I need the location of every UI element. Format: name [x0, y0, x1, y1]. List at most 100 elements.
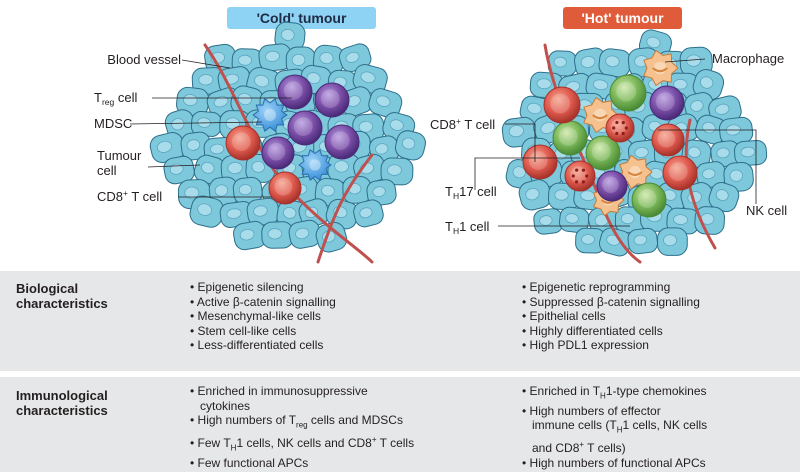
- tumour-cell: [193, 154, 226, 185]
- tumour-cell: [220, 154, 255, 185]
- tumour-cell: [189, 195, 225, 228]
- tumour-diagram: 'Cold' tumour 'Hot' tumour Blood vessel …: [94, 7, 787, 264]
- treg-cell: [314, 82, 350, 118]
- tumour-cell: [258, 43, 292, 72]
- tumour-cell: [734, 140, 768, 167]
- treg-cell: [649, 85, 685, 121]
- tumour-cell: [340, 86, 373, 117]
- list-item: • High numbers of functional APCs: [522, 455, 706, 470]
- tumour-cell: [547, 182, 580, 211]
- immunological-cold-list: • Enriched in immunosuppressive cytokine…: [190, 384, 415, 470]
- mdsc: [298, 149, 332, 181]
- th1-cell: [585, 135, 621, 171]
- list-item: • Few functional APCs: [190, 455, 309, 470]
- list-item: • Epigenetic reprogramming: [522, 280, 671, 294]
- tumour-cell: [176, 86, 210, 117]
- list-item: • Stem cell-like cells: [190, 323, 297, 338]
- biological-hot-list: • Epigenetic reprogramming • Suppressed …: [522, 280, 762, 353]
- list-item: • High numbers of effector immune cells …: [522, 404, 762, 456]
- cd8-t-cell: [662, 155, 698, 191]
- tumour-cell: [575, 227, 606, 254]
- tumour-cell: [261, 221, 294, 249]
- hot-title-pill: [563, 7, 682, 29]
- label-tumour-cell-line2: cell: [97, 163, 117, 178]
- tumour-cell: [708, 182, 740, 213]
- blood-vessel: [316, 153, 374, 264]
- tumour-cell: [627, 227, 658, 255]
- immunological-hot-list: • Enriched in TH1-type chemokines • High…: [522, 384, 762, 470]
- treg-cell: [596, 170, 628, 202]
- label-treg-cell: Treg cell: [94, 90, 137, 107]
- label-nk-cell: NK cell: [746, 203, 787, 218]
- immunological-heading: Immunological characteristics: [16, 388, 108, 418]
- tumour-cell: [723, 161, 754, 192]
- list-item: • Active β-catenin signalling: [190, 294, 336, 309]
- leader-lines: [129, 58, 757, 227]
- nk-cell: [605, 113, 635, 143]
- label-th1-cell: TH1 cell: [445, 219, 490, 236]
- treg-cell: [287, 110, 323, 146]
- label-cold-cd8-t-cell: CD8+ T cell: [97, 188, 162, 204]
- biological-heading: Biological characteristics: [16, 281, 108, 311]
- tumour-cell: [380, 157, 414, 186]
- label-blood-vessel: Blood vessel: [107, 52, 181, 67]
- tumour-cell: [368, 88, 403, 119]
- treg-cell: [261, 136, 295, 170]
- biological-heading-line1: Biological: [16, 281, 79, 296]
- label-mdsc: MDSC: [94, 116, 132, 131]
- list-item: • Epithelial cells: [522, 309, 606, 323]
- cold-title-pill: [227, 7, 376, 29]
- tumour-cell: [353, 199, 384, 228]
- cd8-t-cell: [268, 171, 302, 205]
- label-tumour-cell-line1: Tumour: [97, 148, 142, 163]
- list-item-line: and CD8+ T cells): [532, 440, 626, 456]
- cd8-t-cell: [522, 144, 558, 180]
- th1-cell: [552, 120, 588, 156]
- tumour-cell: [708, 95, 742, 125]
- biological-characteristics-row: Biological characteristics • Epigenetic …: [0, 271, 800, 371]
- tumour-cell: [366, 179, 397, 206]
- immunological-characteristics-row: Immunological characteristics • Enriched…: [0, 377, 800, 472]
- list-item: • Highly differentiated cells: [522, 323, 663, 338]
- tumour-cell: [692, 69, 725, 101]
- cold-title: 'Cold' tumour: [257, 10, 347, 26]
- list-item: • Enriched in TH1-type chemokines: [522, 384, 707, 401]
- hot-title: 'Hot' tumour: [581, 10, 664, 26]
- tumour-cell: [710, 140, 741, 168]
- treg-cell: [277, 74, 313, 110]
- list-item: • High numbers of Treg cells and MDSCs: [190, 413, 403, 430]
- cold-tumour: [149, 21, 426, 264]
- label-macrophage: Macrophage: [712, 51, 784, 66]
- tumour-cell: [547, 50, 578, 77]
- label-th17-cell: TH17 cell: [445, 184, 497, 201]
- biological-heading-line2: characteristics: [16, 296, 108, 311]
- tumour-cell: [533, 208, 564, 235]
- cd8-t-cell: [543, 86, 581, 124]
- tumour-cell: [598, 48, 632, 78]
- biological-cold-list: • Epigenetic silencing • Active β-cateni…: [190, 280, 460, 353]
- list-item: • Less-differentiated cells: [190, 338, 324, 352]
- tumour-cell: [657, 227, 688, 256]
- cd8-t-cell: [651, 123, 685, 157]
- tumour-cell: [694, 206, 726, 235]
- list-item-line: • High numbers of effector: [522, 403, 661, 418]
- tumour-cell: [518, 179, 552, 211]
- mdsc: [252, 98, 288, 132]
- immunological-heading-line2: characteristics: [16, 403, 108, 418]
- list-item: • Suppressed β-catenin signalling: [522, 294, 700, 309]
- tumour-cell: [219, 201, 254, 228]
- list-item: • Mesenchymal-like cells: [190, 309, 321, 323]
- macrophage: [643, 50, 679, 86]
- th1-cell: [609, 74, 647, 112]
- list-item: • Few TH1 cells, NK cells and CD8+ T cel…: [190, 434, 415, 453]
- tumour-cell: [233, 220, 267, 251]
- list-item: • Enriched in immunosuppressive cytokine…: [190, 384, 368, 413]
- treg-cell: [324, 124, 360, 160]
- immunological-heading-line1: Immunological: [16, 388, 108, 403]
- label-hot-cd8-t-cell: CD8+ T cell: [430, 116, 495, 132]
- hot-labels: Macrophage CD8+ T cell TH17 cell TH1 cel…: [430, 51, 787, 236]
- list-item: • Epigenetic silencing: [190, 280, 304, 294]
- cd8-t-cell: [225, 125, 261, 161]
- hot-tumour: [501, 29, 768, 264]
